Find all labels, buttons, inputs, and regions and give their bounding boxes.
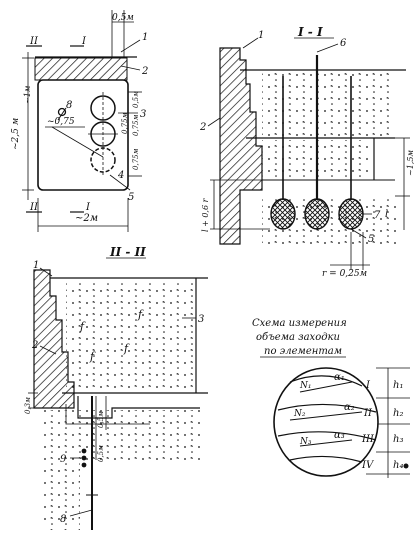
charge-2 (304, 198, 330, 230)
callout-5: 5 (128, 192, 134, 203)
alpha2-label: α₂ (344, 402, 355, 413)
h1-label: h₁ (393, 380, 403, 391)
hole-label-8: 8 (66, 100, 72, 111)
plan-bottom-marker-1: I (85, 202, 91, 213)
s1-callout-1: 1 (258, 30, 264, 41)
wall-2 (33, 269, 75, 409)
s2-dim-03: 0,3м (24, 397, 32, 414)
callout-4: 4 (117, 170, 124, 181)
s2-dim-05-b: 0,5м (97, 445, 105, 462)
fill-mark-2: f (137, 308, 144, 321)
s2-callout-3: 3 (198, 314, 204, 325)
N2-label: N₂ (293, 409, 306, 419)
section-2: II - II f f f f 1 2 3 9 8 0,3м 0,5м (24, 245, 208, 530)
s1-callout-6: 6 (340, 38, 347, 49)
soil-lower-2 (80, 410, 200, 460)
fill-mark-1: f (79, 320, 86, 333)
plan-dim-bottom: ~2м (75, 213, 98, 224)
fill-mark-4: f (89, 350, 96, 363)
section-1: I - I 1 2 6 7 5 l ~1,5м l + 0,6 r r = 0,… (199, 25, 415, 279)
plan-dim-05-right: 0,5м (132, 91, 140, 108)
N3-label: N₃ (299, 437, 312, 447)
roman-II: II (363, 408, 373, 419)
N1-label: N₁ (299, 381, 311, 391)
callout-2: 2 (141, 66, 148, 77)
section-2-title: II - II (109, 245, 146, 259)
plan-marker-1: I (81, 36, 87, 47)
s1-callout-7: 7 (374, 210, 381, 221)
roman-I: I (365, 380, 371, 391)
h2-label: h₂ (393, 408, 403, 419)
s2-callout-9: 9 (60, 454, 67, 465)
plan-dim-top: 0,5м (112, 13, 134, 23)
plan-dim-left-outer: ~2,5 м (11, 118, 21, 150)
plan-dim-left-inner: ~1м (23, 85, 32, 104)
s1-callout-5: 5 (368, 234, 374, 245)
plan-dim-075-right-c: 0,75м (132, 148, 140, 170)
s1-dim-l: l (385, 209, 388, 220)
plan-marker-2: II (29, 36, 39, 47)
roman-IV: IV (361, 460, 375, 471)
s2-callout-8: 8 (60, 514, 66, 525)
scheme-caption-2: объема заходки (256, 332, 340, 343)
soil-bottom-2 (40, 410, 80, 530)
alpha3-label: α₃ (334, 430, 345, 441)
h4-label: h₄ (393, 460, 403, 471)
callout-1: 1 (142, 32, 148, 43)
h3-label: h₃ (393, 434, 403, 445)
s1-dim-left: l + 0,6 r (201, 197, 210, 232)
soil-fill-2 (66, 281, 194, 391)
hole-8 (57, 107, 67, 117)
plan-dim-075-right-b: 0,75м (132, 114, 140, 136)
s2-dim-05-a: 0,5м (97, 411, 105, 428)
s1-dim-r: r = 0,25м (322, 269, 367, 279)
soil-upper (262, 72, 394, 137)
charge-1 (270, 198, 296, 230)
plan-dim-075-left: ~0,75 (47, 117, 75, 127)
pit-outline (37, 79, 129, 191)
s1-dim-right: ~1,5м (406, 150, 415, 176)
alpha1-label: α₁ (334, 372, 345, 383)
s2-callout-1: 1 (33, 260, 39, 271)
scheme-caption-1: Схема измерения (252, 318, 347, 329)
charge-3 (338, 198, 364, 230)
wall-1 (219, 47, 263, 245)
s2-callout-2: 2 (31, 340, 38, 351)
fill-mark-3: f (123, 342, 130, 355)
scheme-caption-3: по элементам (264, 346, 342, 357)
s1-callout-2: 2 (199, 122, 206, 133)
measure-scheme: Схема измерения объема заходки по элемен… (252, 318, 410, 478)
section-1-title: I - I (297, 25, 323, 39)
roman-III: III (361, 434, 375, 445)
plan-bottom-marker-2: II (29, 202, 39, 213)
plan-view: II I 0,5м 1 2 3 4 5 8 ~0,75 ~2м II I ~2,… (11, 10, 148, 232)
wall-hatch (34, 57, 128, 81)
plan-dim-075-right-a: 0,75м (121, 112, 129, 134)
excavation-ellipse (273, 367, 379, 477)
callout-3: 3 (140, 109, 146, 120)
